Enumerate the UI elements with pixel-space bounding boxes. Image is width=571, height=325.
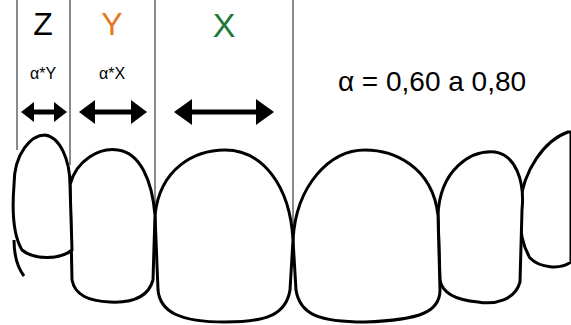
ratio-formula: α*X [99, 66, 125, 82]
dimension-letter: Y [101, 8, 122, 40]
ratio-formula: α*Y [30, 66, 56, 82]
dimension-letter: Z [33, 8, 53, 40]
dimension-letter: X [213, 8, 236, 42]
ratio-range-note: α = 0,60 a 0,80 [338, 68, 526, 96]
arch-edge [14, 240, 24, 276]
tooth-outlines [13, 132, 571, 322]
width-arrows [21, 99, 274, 125]
